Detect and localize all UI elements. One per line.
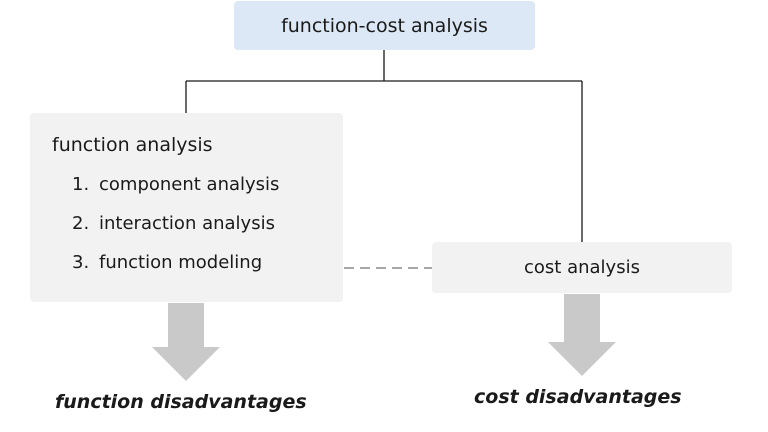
function-cost-analysis-box: function-cost analysis — [234, 1, 535, 50]
step-component-analysis: 1. component analysis — [72, 174, 279, 195]
cost-analysis-box: cost analysis — [432, 242, 732, 293]
function-down-arrow — [152, 303, 220, 381]
step-function-modeling: 3. function modeling — [72, 252, 262, 273]
function-analysis-box: function analysis 1. component analysis 2… — [30, 113, 343, 302]
cost-disadvantages-label: cost disadvantages — [474, 386, 682, 408]
step-number: 2. — [72, 213, 90, 234]
cost-down-arrow — [548, 294, 616, 376]
step-label: interaction analysis — [99, 213, 275, 234]
function-disadvantages-label: function disadvantages — [55, 391, 307, 413]
function-analysis-title: function analysis — [52, 134, 213, 156]
step-interaction-analysis: 2. interaction analysis — [72, 213, 275, 234]
step-label: function modeling — [99, 252, 263, 273]
cost-analysis-label: cost analysis — [524, 257, 640, 278]
root-label: function-cost analysis — [281, 14, 488, 37]
step-number: 1. — [72, 174, 90, 195]
step-label: component analysis — [99, 174, 280, 195]
step-number: 3. — [72, 252, 90, 273]
